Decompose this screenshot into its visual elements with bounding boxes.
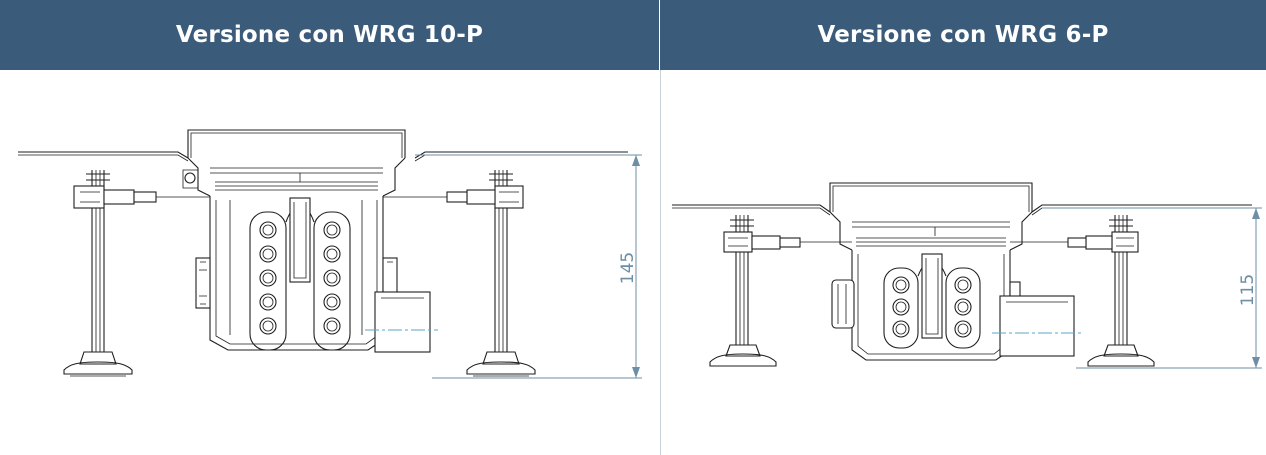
device-housing bbox=[195, 196, 431, 353]
top-frame bbox=[829, 182, 1033, 251]
support-rod-right bbox=[1010, 215, 1155, 367]
dimension-marker bbox=[415, 154, 642, 379]
support-rod-left bbox=[709, 215, 852, 367]
socket-holes-left bbox=[892, 276, 910, 338]
dimension-label: 145 bbox=[618, 252, 638, 284]
support-rod-left bbox=[63, 170, 210, 377]
technical-drawing-wrg10: 145 bbox=[18, 129, 642, 379]
dimension-label: 115 bbox=[1238, 274, 1258, 306]
dimension-marker bbox=[1042, 207, 1262, 369]
floor-plate-left bbox=[18, 151, 189, 162]
socket-panel bbox=[249, 197, 351, 351]
top-frame bbox=[182, 129, 406, 197]
socket-holes-left bbox=[259, 221, 277, 335]
drawing-panel-wrg10: 145 bbox=[0, 70, 660, 455]
socket-holes-right bbox=[954, 276, 972, 338]
floor-plate-left bbox=[672, 204, 831, 216]
header-row: Versione con WRG 10-P Versione con WRG 6… bbox=[0, 0, 1266, 70]
socket-holes-right bbox=[323, 221, 341, 335]
technical-drawing-wrg6: 115 bbox=[672, 182, 1262, 369]
column-header-wrg10: Versione con WRG 10-P bbox=[0, 0, 660, 70]
support-rod-right bbox=[383, 170, 536, 377]
column-divider bbox=[660, 70, 661, 455]
device-housing bbox=[831, 250, 1075, 361]
socket-panel bbox=[883, 253, 981, 349]
floor-plate-right bbox=[414, 151, 628, 162]
floor-plate-right bbox=[1031, 204, 1252, 216]
column-header-wrg6: Versione con WRG 6-P bbox=[660, 0, 1266, 70]
drawing-panel-wrg6: 115 bbox=[661, 70, 1266, 455]
